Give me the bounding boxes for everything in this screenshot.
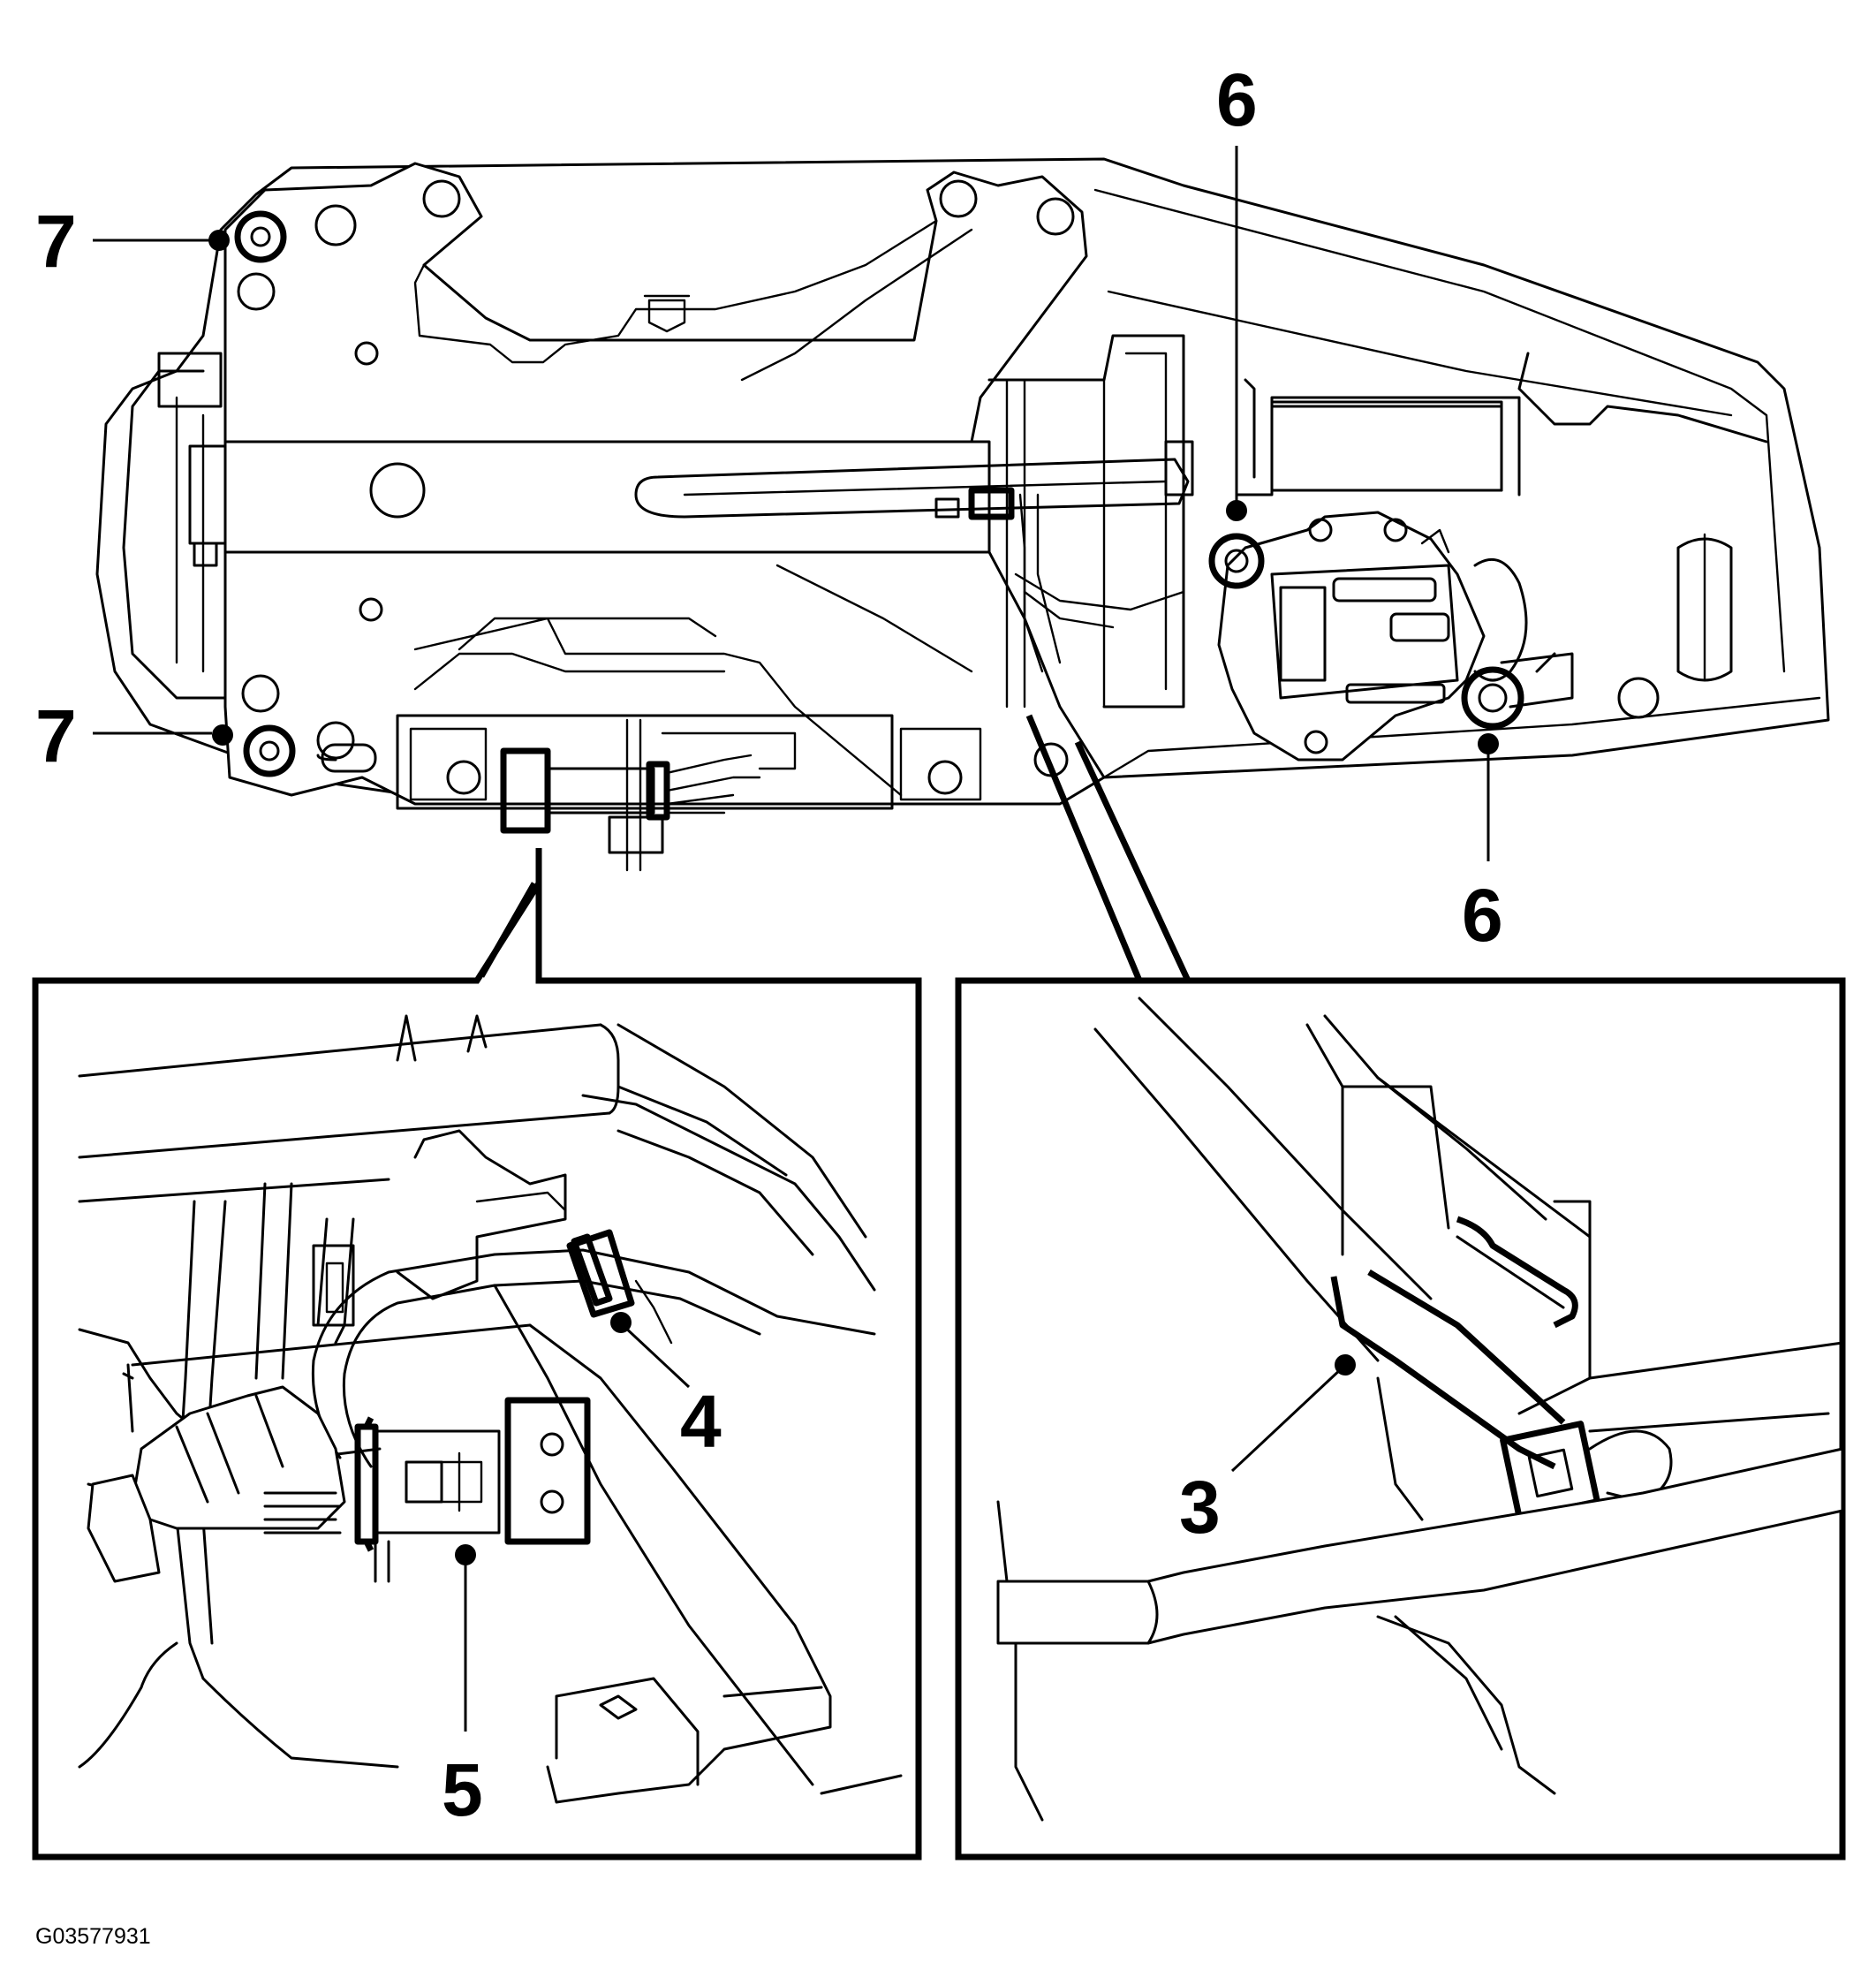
main-assembly-view [95, 157, 1830, 872]
callout-5-dot [455, 1544, 476, 1565]
callout-4-dot [610, 1312, 632, 1333]
callout-3: 3 [1179, 1466, 1221, 1549]
callout-6-bottom-dot [1478, 733, 1499, 754]
callout-6-top: 6 [1216, 58, 1258, 141]
figure-id: G03577931 [35, 1924, 151, 1949]
callout-6-bottom: 6 [1462, 874, 1503, 957]
right-detail-inset [955, 714, 1846, 1861]
callout-7-top-dot [208, 230, 230, 251]
callout-leaders [93, 146, 1499, 1732]
left-detail-inset [32, 848, 922, 1861]
callout-6-top-dot [1226, 500, 1247, 521]
callout-7-bottom-dot [212, 724, 233, 746]
callout-labels: 7 7 6 6 4 5 3 [35, 58, 1503, 1831]
callout-7-bottom: 7 [35, 694, 77, 777]
callout-7-top: 7 [35, 200, 77, 283]
callout-5: 5 [442, 1748, 483, 1831]
callout-4: 4 [680, 1380, 722, 1463]
callout-3-dot [1335, 1354, 1356, 1376]
